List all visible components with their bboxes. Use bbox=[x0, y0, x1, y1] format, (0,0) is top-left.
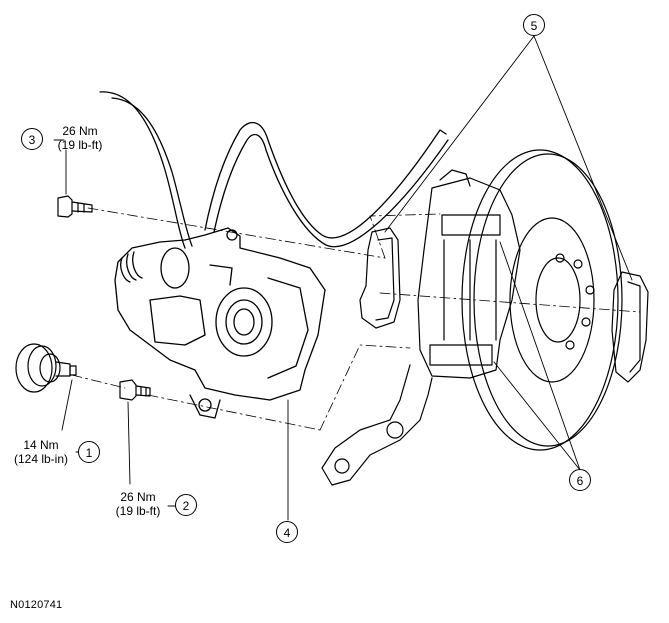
callout-6: 6 bbox=[569, 469, 591, 491]
callout-2: 2 bbox=[175, 494, 197, 516]
torque-nm: 14 Nm bbox=[23, 438, 59, 452]
leader-lines bbox=[53, 35, 633, 521]
torque-imperial: (124 lb-in) bbox=[13, 452, 69, 466]
torque-imperial: (19 lb-ft) bbox=[115, 504, 161, 518]
brake-hose bbox=[99, 91, 449, 249]
alignment-lines bbox=[71, 207, 641, 431]
figure-id: N0120741 bbox=[10, 599, 63, 611]
caliper-bolt-upper bbox=[57, 195, 93, 218]
callout-5: 5 bbox=[523, 14, 545, 36]
caliper-anchor-bracket bbox=[321, 169, 521, 486]
torque-nm: 26 Nm bbox=[62, 124, 98, 138]
bleeder-screw bbox=[15, 343, 77, 393]
brake-pad-outer bbox=[611, 271, 649, 383]
callout-4: 4 bbox=[276, 521, 298, 543]
brake-pad-inner bbox=[359, 227, 401, 329]
callout-3: 3 bbox=[21, 128, 43, 150]
brake-caliper bbox=[114, 227, 326, 419]
caliper-bolt-lower bbox=[119, 379, 151, 401]
torque-label-item3: 26 Nm (19 lb-ft) bbox=[50, 124, 110, 152]
torque-imperial: (19 lb-ft) bbox=[57, 138, 103, 152]
torque-nm: 26 Nm bbox=[120, 490, 156, 504]
torque-label-item2: 26 Nm (19 lb-ft) bbox=[108, 490, 168, 518]
callout-1: 1 bbox=[78, 441, 100, 463]
torque-label-item1: 14 Nm (124 lb-in) bbox=[6, 438, 76, 466]
brake-rotor bbox=[461, 149, 623, 451]
